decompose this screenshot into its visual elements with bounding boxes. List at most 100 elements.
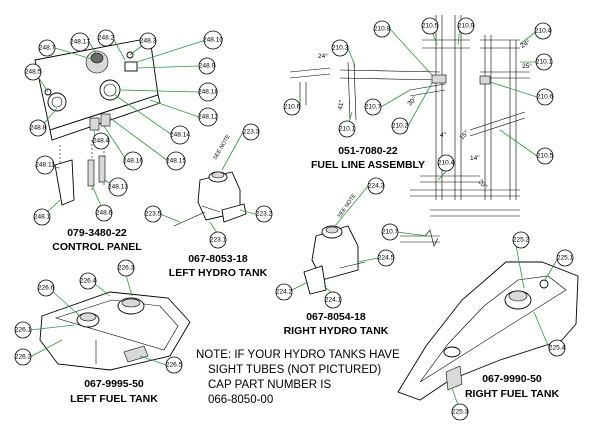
hydro-cap-note: NOTE: IF YOUR HYDRO TANKS HAVE SIGHT TUB… bbox=[196, 349, 400, 406]
control-panel-part-number: 079-3480-22 bbox=[67, 227, 127, 239]
svg-text:24°: 24° bbox=[519, 38, 532, 50]
right-hydro-leaders bbox=[291, 185, 379, 295]
svg-text:226.6: 226.6 bbox=[38, 285, 55, 292]
callout-225-2: 225.2 bbox=[512, 231, 530, 249]
callout-210-4-top: 210.4 bbox=[534, 22, 552, 40]
svg-text:210.5: 210.5 bbox=[422, 23, 439, 30]
svg-text:248.9: 248.9 bbox=[199, 63, 216, 70]
svg-text:225.1: 225.1 bbox=[557, 255, 574, 262]
note-line-2: SIGHT TUBES (NOT PICTURED) bbox=[208, 364, 381, 376]
svg-text:248.14: 248.14 bbox=[170, 132, 190, 139]
callout-223-5: 223.5 bbox=[144, 205, 162, 223]
callout-248-2: 248.2 bbox=[97, 29, 115, 47]
fuel-line-part-number: 051-7080-22 bbox=[338, 145, 398, 157]
svg-text:248.18: 248.18 bbox=[198, 89, 218, 96]
svg-text:226.3: 226.3 bbox=[118, 265, 135, 272]
svg-text:248.6: 248.6 bbox=[96, 210, 113, 217]
svg-text:210.4: 210.4 bbox=[438, 160, 455, 167]
right-fuel-title: RIGHT FUEL TANK bbox=[465, 388, 560, 400]
callout-248-6: 248.6 bbox=[95, 204, 113, 222]
left-fuel-tank-drawing bbox=[39, 291, 191, 371]
svg-text:210.9: 210.9 bbox=[458, 23, 475, 30]
note-line-3: CAP PART NUMBER IS bbox=[208, 379, 331, 391]
callout-248-4: 248.4 bbox=[92, 132, 110, 150]
callout-248-3: 248.3 bbox=[139, 32, 157, 50]
svg-text:248.3: 248.3 bbox=[140, 38, 157, 45]
callout-210-2: 210.2 bbox=[391, 117, 409, 135]
svg-text:210.6: 210.6 bbox=[537, 94, 554, 101]
left-hydro-part-number: 067-8053-18 bbox=[188, 253, 248, 265]
svg-text:223.2: 223.2 bbox=[256, 211, 273, 218]
callout-248-18: 248.18 bbox=[198, 82, 218, 102]
svg-text:248.1: 248.1 bbox=[34, 214, 51, 221]
fuel-line-title: FUEL LINE ASSEMBLY bbox=[311, 159, 425, 171]
callout-248-7: 248.7 bbox=[38, 39, 56, 57]
callout-225-1: 225.1 bbox=[556, 249, 574, 267]
svg-text:248.11: 248.11 bbox=[35, 162, 55, 169]
left-fuel-title: LEFT FUEL TANK bbox=[70, 393, 158, 405]
svg-text:248.4: 248.4 bbox=[93, 138, 110, 145]
svg-text:210.3: 210.3 bbox=[332, 45, 349, 52]
right-hydro-title: RIGHT HYDRO TANK bbox=[284, 325, 389, 337]
svg-text:210.1: 210.1 bbox=[536, 59, 553, 66]
callout-224-2: 224.2 bbox=[275, 283, 293, 301]
svg-text:24°: 24° bbox=[318, 52, 328, 60]
svg-text:248.16: 248.16 bbox=[123, 158, 143, 165]
svg-text:30°: 30° bbox=[406, 95, 419, 108]
control-panel-title: CONTROL PANEL bbox=[52, 241, 142, 253]
callout-226-6: 226.6 bbox=[37, 279, 55, 297]
callout-248-10: 248.10 bbox=[203, 30, 223, 50]
svg-text:225.4: 225.4 bbox=[549, 345, 566, 352]
right-fuel-part-number: 067-9990-50 bbox=[482, 373, 542, 385]
callout-210-9: 210.9 bbox=[457, 17, 475, 35]
callout-248-14: 248.14 bbox=[170, 125, 190, 145]
svg-text:210.8: 210.8 bbox=[374, 26, 391, 33]
svg-text:224.3: 224.3 bbox=[368, 183, 385, 190]
svg-text:15°: 15° bbox=[458, 129, 471, 142]
svg-text:41°: 41° bbox=[336, 99, 346, 110]
callout-223-3: 223.3 bbox=[242, 123, 260, 141]
callout-248-1: 248.1 bbox=[33, 208, 51, 226]
callout-224-3: 224.3 bbox=[367, 177, 385, 195]
right-fuel-leaders bbox=[396, 231, 559, 406]
note-line-4: 066-8050-00 bbox=[208, 394, 273, 406]
callout-225-4: 225.4 bbox=[548, 339, 566, 357]
svg-text:248.12: 248.12 bbox=[198, 114, 218, 121]
callout-223-2: 223.2 bbox=[255, 205, 273, 223]
callout-248-16: 248.16 bbox=[123, 151, 143, 171]
callout-210-5: 210.5 bbox=[421, 17, 439, 35]
svg-text:226.5: 226.5 bbox=[166, 362, 183, 369]
callout-225-3: 225.3 bbox=[451, 403, 469, 421]
right-fuel-callouts: 210.7 225.2 225.1 225.4 225.3 bbox=[381, 223, 574, 421]
left-fuel-leaders bbox=[29, 274, 167, 366]
fuel-line-drawing bbox=[289, 15, 530, 217]
left-hydro-tank-drawing bbox=[173, 171, 247, 227]
svg-text:226.4: 226.4 bbox=[80, 278, 97, 285]
svg-text:210.7: 210.7 bbox=[365, 104, 382, 111]
right-hydro-part-number: 067-8054-18 bbox=[306, 311, 366, 323]
svg-text:248.15: 248.15 bbox=[166, 158, 186, 165]
callout-210-5-right: 210.5 bbox=[536, 147, 554, 165]
callout-210-1-right: 210.1 bbox=[535, 53, 553, 71]
callout-224-5: 224.5 bbox=[377, 249, 395, 267]
svg-text:248.17: 248.17 bbox=[70, 39, 90, 46]
svg-text:248.8: 248.8 bbox=[30, 125, 47, 132]
svg-text:226.2: 226.2 bbox=[15, 354, 32, 361]
svg-text:248.10: 248.10 bbox=[203, 37, 223, 44]
right-hydro-callouts: 224.3 224.5 224.2 224.1 bbox=[275, 177, 395, 309]
callout-210-6-right: 210.6 bbox=[536, 88, 554, 106]
svg-text:210.4: 210.4 bbox=[535, 28, 552, 35]
callout-210-7-top: 210.7 bbox=[364, 98, 382, 116]
svg-text:248.7: 248.7 bbox=[39, 45, 56, 52]
svg-text:14": 14" bbox=[470, 155, 480, 162]
svg-text:210.2: 210.2 bbox=[392, 123, 409, 130]
control-panel-drawing bbox=[34, 37, 161, 206]
callout-210-6-left: 210.6 bbox=[283, 98, 301, 116]
svg-text:210.1: 210.1 bbox=[339, 126, 356, 133]
callout-248-15: 248.15 bbox=[166, 151, 186, 171]
svg-text:248.13: 248.13 bbox=[108, 184, 128, 191]
left-fuel-part-number: 067-9995-50 bbox=[84, 378, 144, 390]
left-fuel-callouts: 226.3 226.4 226.6 226.1 226.2 226.5 bbox=[14, 259, 183, 374]
callout-210-1: 210.1 bbox=[338, 120, 356, 138]
